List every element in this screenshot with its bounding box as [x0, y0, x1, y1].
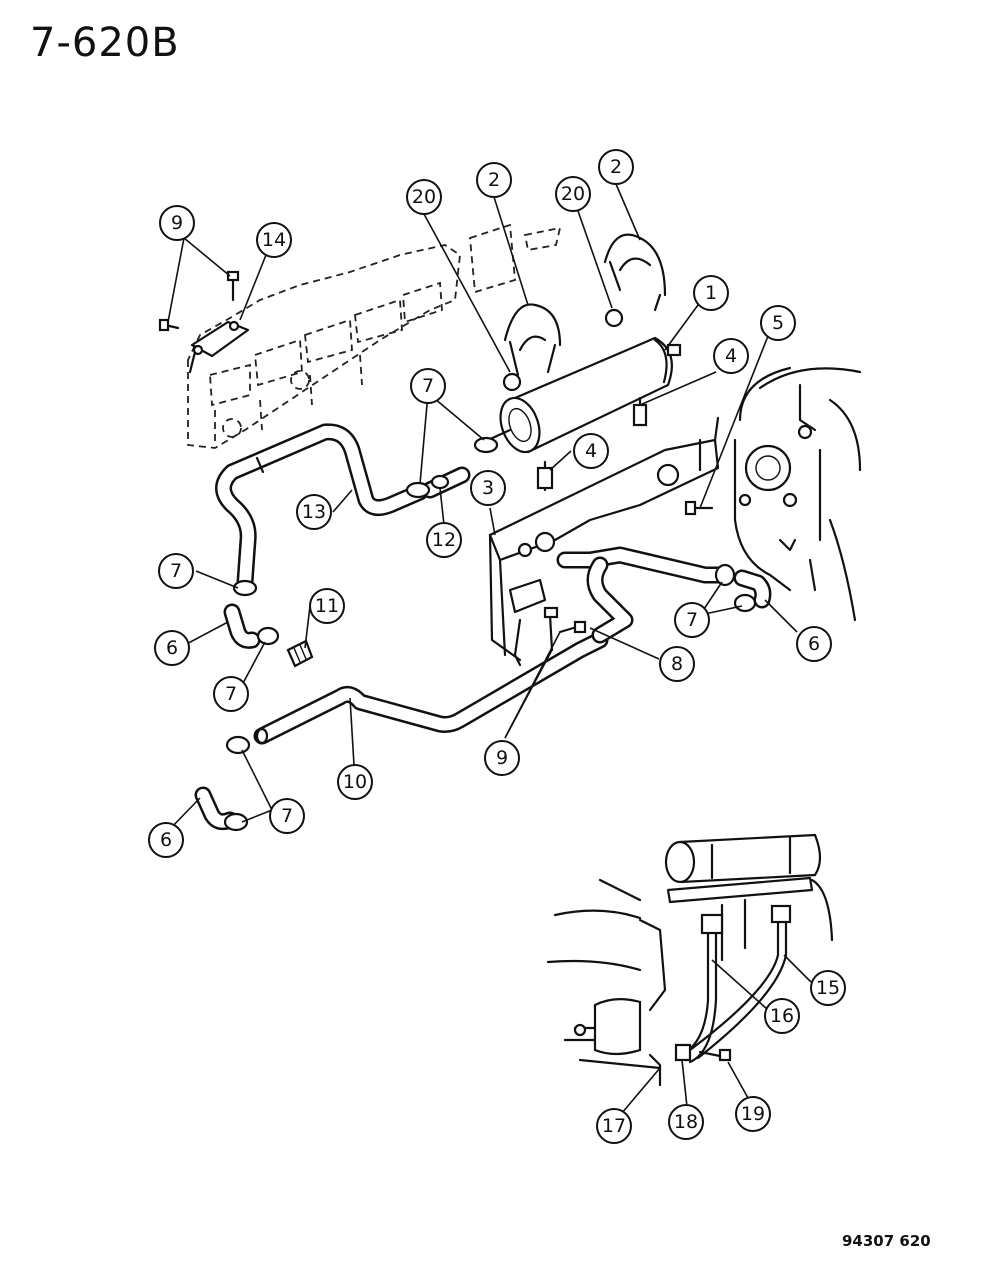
svg-text:7: 7 — [686, 609, 698, 631]
svg-text:9: 9 — [496, 747, 508, 769]
callout-13: 13 — [296, 494, 332, 530]
svg-text:4: 4 — [585, 440, 597, 462]
figure-code: 94307 620 — [842, 1232, 931, 1250]
callout-9-upper: 9 — [159, 205, 195, 241]
callout-2-left: 2 — [476, 162, 512, 198]
figure-id: 7-620B — [30, 20, 180, 66]
svg-text:10: 10 — [343, 771, 367, 793]
strap-nuts — [502, 308, 624, 392]
svg-text:20: 20 — [412, 186, 436, 208]
elbow-6-right — [733, 569, 772, 609]
bolt-9-upper — [158, 270, 240, 332]
callout-7-right: 7 — [674, 602, 710, 638]
callout-10: 10 — [337, 764, 373, 800]
svg-text:19: 19 — [741, 1103, 765, 1125]
callout-11: 11 — [309, 588, 345, 624]
svg-text:2: 2 — [488, 169, 500, 191]
callout-4-lower: 4 — [573, 433, 609, 469]
manifold-bracket — [188, 320, 250, 374]
svg-text:8: 8 — [671, 653, 683, 675]
transmission-housing — [733, 366, 862, 622]
callout-7-middle: 7 — [213, 676, 249, 712]
mounting-strap-left — [503, 303, 562, 377]
callout-17: 17 — [596, 1108, 632, 1144]
svg-text:15: 15 — [816, 977, 840, 999]
hose-10 — [253, 631, 609, 745]
svg-text:2: 2 — [610, 156, 622, 178]
connector-11 — [286, 639, 314, 668]
callout-16: 16 — [764, 998, 800, 1034]
callout-5: 5 — [760, 305, 796, 341]
callout-8: 8 — [659, 646, 695, 682]
fitting-4 — [536, 396, 648, 492]
svg-text:7: 7 — [170, 560, 182, 582]
callout-6-lower: 6 — [148, 822, 184, 858]
leader-lines — [165, 183, 812, 1121]
callout-15: 15 — [810, 970, 846, 1006]
svg-text:12: 12 — [432, 529, 456, 551]
callout-14: 14 — [256, 222, 292, 258]
callout-7-left: 7 — [158, 553, 194, 589]
callout-20-left: 20 — [406, 179, 442, 215]
callout-1: 1 — [693, 275, 729, 311]
svg-text:7: 7 — [281, 805, 293, 827]
callout-9-lower: 9 — [484, 740, 520, 776]
svg-text:18: 18 — [674, 1111, 698, 1133]
inset-detail — [546, 833, 834, 1087]
hose-13 — [215, 423, 429, 591]
svg-text:7: 7 — [422, 375, 434, 397]
bolt-5 — [684, 500, 714, 516]
hose-8 — [556, 546, 729, 644]
svg-text:1: 1 — [705, 282, 717, 304]
muffler-canister — [486, 336, 682, 454]
hose-clamps — [223, 436, 757, 832]
svg-text:6: 6 — [166, 637, 178, 659]
svg-text:16: 16 — [770, 1005, 794, 1027]
callout-6-right: 6 — [796, 626, 832, 662]
svg-text:14: 14 — [262, 229, 286, 251]
callout-18: 18 — [668, 1104, 704, 1140]
svg-text:9: 9 — [171, 212, 183, 234]
callout-7-lower: 7 — [269, 798, 305, 834]
svg-text:17: 17 — [602, 1115, 626, 1137]
svg-text:7: 7 — [225, 683, 237, 705]
callout-4-upper: 4 — [713, 338, 749, 374]
mounting-strap-right — [603, 233, 667, 312]
callout-19: 19 — [735, 1096, 771, 1132]
svg-text:3: 3 — [482, 477, 494, 499]
callout-20-right: 20 — [555, 176, 591, 212]
svg-text:13: 13 — [302, 501, 326, 523]
callout-2-right: 2 — [598, 149, 634, 185]
svg-text:5: 5 — [772, 312, 784, 334]
svg-text:6: 6 — [808, 633, 820, 655]
svg-text:11: 11 — [315, 595, 339, 617]
svg-text:20: 20 — [561, 183, 585, 205]
callout-3: 3 — [470, 470, 506, 506]
callout-6-left: 6 — [154, 630, 190, 666]
bolt-9-lower — [543, 606, 587, 652]
mounting-bracket — [488, 416, 720, 667]
callout-12: 12 — [426, 522, 462, 558]
elbow-6-left — [223, 603, 261, 649]
exhaust-manifold-outline — [187, 223, 562, 449]
callout-7-upper: 7 — [410, 368, 446, 404]
svg-text:6: 6 — [160, 829, 172, 851]
svg-text:4: 4 — [725, 345, 737, 367]
